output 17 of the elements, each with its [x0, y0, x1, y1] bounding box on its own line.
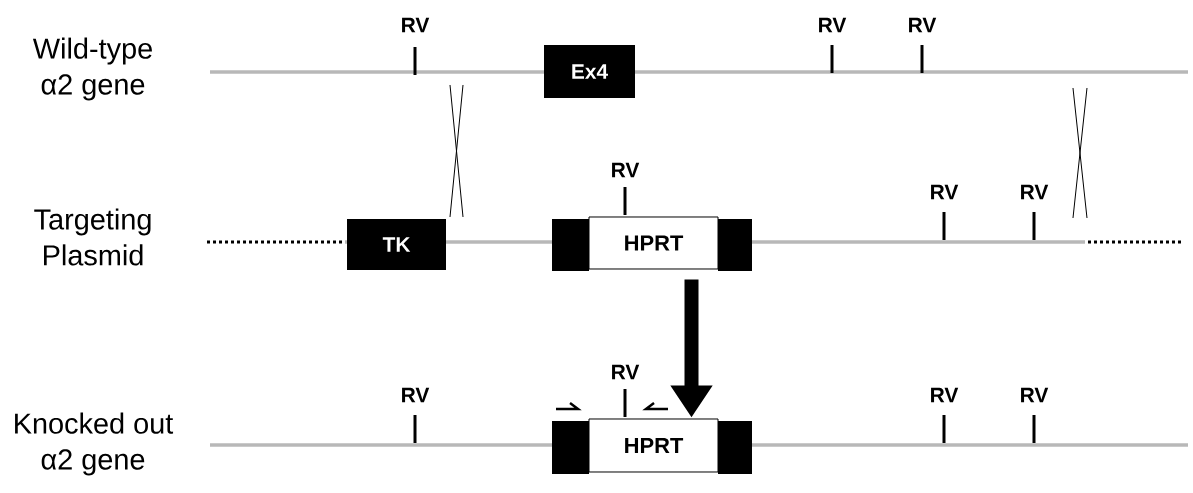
- row-label: Knocked out α2 gene: [15, 412, 174, 476]
- exon-box: Ex4: [544, 45, 635, 98]
- cassette-box: HPRT: [552, 418, 752, 474]
- site-label: RV: [931, 184, 959, 200]
- cassette-box: HPRT: [552, 216, 752, 271]
- exon-box: TK: [347, 219, 446, 270]
- site-label: RV: [612, 162, 640, 178]
- site-label: RV: [931, 387, 959, 403]
- site-label: RV: [612, 364, 640, 380]
- row-label: Targeting Plasmid: [34, 208, 151, 266]
- site-label: RV: [1021, 387, 1049, 403]
- site-label: RV: [819, 17, 847, 33]
- site-label: RV: [909, 17, 937, 33]
- site-label: RV: [1021, 184, 1049, 200]
- site-label: RV: [402, 387, 430, 403]
- row-label: Wild-type α2 gene: [32, 37, 152, 101]
- site-label: RV: [402, 17, 430, 33]
